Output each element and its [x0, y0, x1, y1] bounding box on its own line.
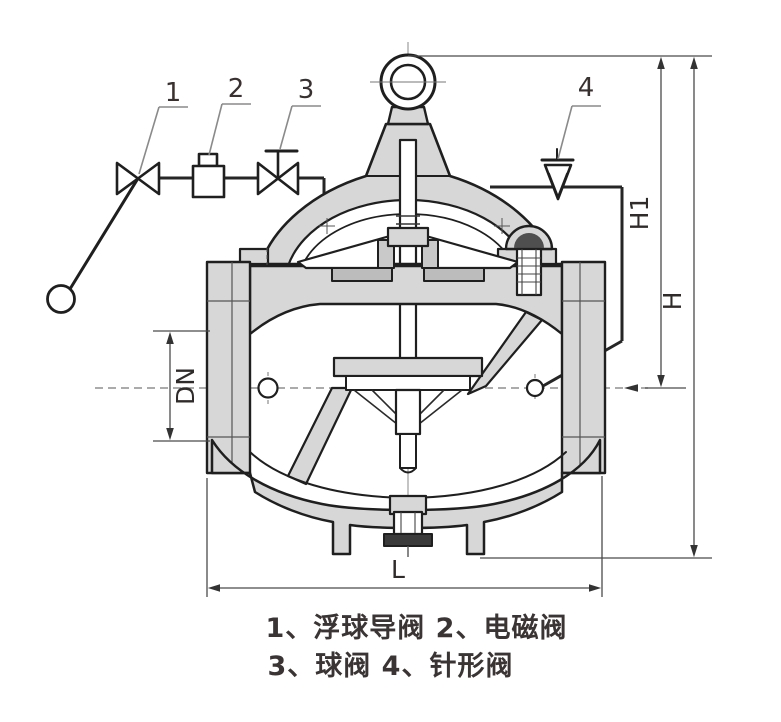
outlet-flange — [560, 260, 607, 475]
callout-2-num: 2 — [228, 74, 245, 104]
flange-bolt-left — [238, 247, 270, 266]
float-pilot-valve-symbol — [115, 161, 161, 196]
callout-4: 4 — [557, 73, 601, 160]
float-ball-icon — [46, 284, 76, 314]
callout-3: 3 — [279, 75, 321, 150]
ball-valve-symbol — [256, 149, 300, 196]
dimension-dn: DN — [153, 330, 210, 442]
seat-assembly — [332, 356, 484, 474]
dimension-l: L — [206, 476, 603, 597]
centerline-arrow — [624, 384, 638, 392]
body-belly — [210, 438, 602, 556]
stem-collar — [386, 226, 430, 248]
float-ball-assembly — [46, 178, 139, 314]
dim-label-h: H — [658, 292, 687, 311]
flange-bolt-holes — [257, 372, 545, 404]
dim-label-h1: H1 — [625, 196, 654, 231]
dome-nut-bolt — [504, 224, 554, 297]
solenoid-valve-symbol — [191, 152, 226, 199]
figure-caption: 1、浮球导阀 2、电磁阀 3、球阀 4、针形阀 — [0, 610, 781, 686]
valve-body-drawing — [205, 53, 607, 557]
mid-body — [248, 264, 564, 336]
caption-line-1: 1、浮球导阀 2、电磁阀 — [265, 613, 568, 644]
caption-line-2: 3、球阀 4、针形阀 — [267, 651, 514, 682]
diaphragm-clamp-right — [423, 267, 485, 282]
diaphragm-clamp-left — [331, 267, 393, 282]
dim-label-l: L — [391, 555, 405, 584]
callout-1-num: 1 — [165, 78, 182, 108]
callout-3-num: 3 — [298, 75, 315, 105]
callout-4-num: 4 — [578, 73, 595, 103]
body-rib-right — [466, 310, 544, 396]
float-lever — [68, 178, 139, 291]
body-rib-left — [286, 386, 354, 486]
eye-bolt — [370, 53, 446, 126]
bottom-plug — [383, 494, 433, 557]
dim-label-dn: DN — [171, 367, 200, 405]
needle-valve-symbol — [540, 148, 575, 201]
callout-2: 2 — [208, 74, 251, 156]
dimension-h: H — [480, 56, 712, 559]
callout-1: 1 — [138, 78, 188, 175]
dimension-h1: H1 — [408, 55, 712, 389]
